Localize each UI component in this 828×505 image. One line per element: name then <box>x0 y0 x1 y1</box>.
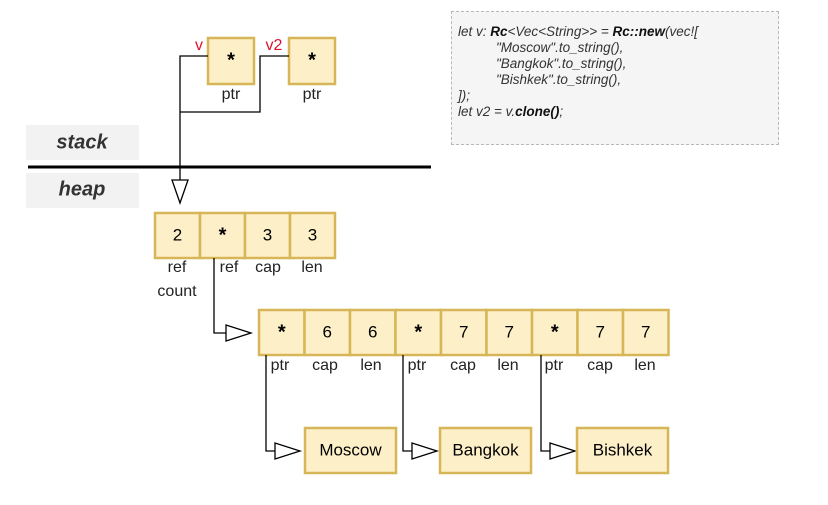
rc-arrowhead <box>171 179 189 205</box>
rc-label: cap <box>255 259 281 276</box>
buffer-value: * <box>278 321 286 343</box>
buffer-label: ptr <box>408 357 427 374</box>
vec-pointer-line <box>213 258 228 334</box>
string-bishkek-box <box>575 426 670 475</box>
buffer-value: 7 <box>459 322 468 341</box>
var-v2-value: * <box>308 49 316 71</box>
buffer-value: 7 <box>505 322 514 341</box>
buffer-label: len <box>360 357 381 374</box>
var-v2-label: ptr <box>303 86 322 103</box>
code-text: (vec![ <box>665 24 699 39</box>
var-v-cell <box>206 36 256 86</box>
rc-cell <box>198 211 247 260</box>
rc-value: 3 <box>263 225 272 244</box>
var-v-label: ptr <box>222 86 241 103</box>
rc-box: 2 * 3 3 ref count ref cap len <box>153 211 337 300</box>
code-snippet: let v: Rc<Vec<String>> = Rc::new(vec![ "… <box>451 11 779 145</box>
bishkek-pointer-line <box>540 355 552 452</box>
rc-label: ref <box>220 259 239 276</box>
code-line-2: "Moscow".to_string(), <box>496 40 624 55</box>
string-bishkek-text: Bishkek <box>593 440 653 459</box>
moscow-arrowhead <box>274 442 303 460</box>
code-keyword: Rc::new <box>612 24 665 39</box>
code-text: <Vec<String>> = <box>507 24 613 39</box>
rc-label-2: count <box>157 283 197 300</box>
buffer-value: * <box>551 321 559 343</box>
code-text: let v: <box>458 24 491 39</box>
code-line-6: let v2 = v.clone(); <box>458 104 778 120</box>
v2-pointer-line <box>180 55 289 113</box>
rc-label: len <box>301 259 322 276</box>
var-v-name: v <box>195 37 203 54</box>
string-bangkok-box <box>438 426 533 475</box>
string-moscow-text: Moscow <box>319 440 382 459</box>
strings-buffer: * 6 6 * 7 7 * 7 7 ptr cap len ptr cap le… <box>257 308 670 374</box>
code-keyword: Rc <box>490 24 508 39</box>
code-text: let v2 = v. <box>458 104 516 119</box>
buffer-cell <box>621 308 670 357</box>
code-line-5: ]); <box>458 88 470 103</box>
code-line-3: "Bangkok".to_string(), <box>496 56 627 71</box>
buffer-label: cap <box>587 357 613 374</box>
code-line-1: let v: Rc<Vec<String>> = Rc::new(vec![ <box>458 24 778 40</box>
rc-label: ref <box>168 259 187 276</box>
rc-value: 3 <box>308 225 317 244</box>
rc-cell <box>288 211 337 260</box>
bishkek-arrowhead <box>549 442 578 460</box>
buffer-cell <box>303 308 352 357</box>
buffer-label: ptr <box>545 357 564 374</box>
buffer-label: len <box>497 357 518 374</box>
buffer-value: 6 <box>323 322 332 341</box>
moscow-pointer-line <box>265 355 277 452</box>
buffer-label: len <box>634 357 655 374</box>
heap-label: heap <box>59 178 106 200</box>
v-pointer-line <box>179 55 208 180</box>
code-line-4: "Bishkek".to_string(), <box>496 72 622 87</box>
var-v2-cell <box>287 36 337 86</box>
var-v2-name: v2 <box>266 37 283 54</box>
buffer-value: 7 <box>596 322 605 341</box>
rc-value: 2 <box>173 225 182 244</box>
buffer-label: ptr <box>271 357 290 374</box>
heap-region-bg <box>26 173 139 208</box>
buffer-value: 6 <box>368 322 377 341</box>
code-keyword: clone() <box>515 104 560 119</box>
buffer-cell <box>257 308 306 357</box>
buffer-label: cap <box>450 357 476 374</box>
stack-label: stack <box>56 131 108 153</box>
bangkok-arrowhead <box>411 442 440 460</box>
code-text: ; <box>559 104 564 119</box>
buffer-cell <box>530 308 579 357</box>
buffer-cell <box>576 308 625 357</box>
buffer-label: cap <box>312 357 338 374</box>
stack-region-bg <box>26 125 139 160</box>
vec-arrowhead <box>225 324 254 342</box>
buffer-cell <box>394 308 443 357</box>
string-moscow-box <box>303 426 398 475</box>
rc-value: * <box>219 224 227 246</box>
buffer-cell <box>439 308 488 357</box>
buffer-value: * <box>414 321 422 343</box>
string-bangkok-text: Bangkok <box>452 440 519 459</box>
bangkok-pointer-line <box>402 355 414 452</box>
var-v-value: * <box>227 49 235 71</box>
buffer-value: 7 <box>641 322 650 341</box>
